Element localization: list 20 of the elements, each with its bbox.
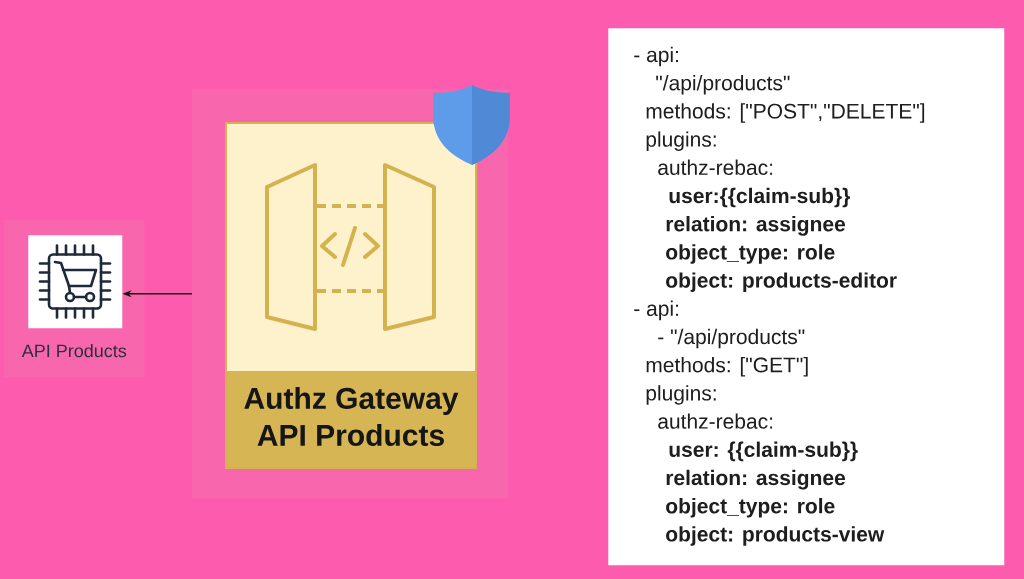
code-line: methods: ["POST","DELETE"]: [646, 103, 925, 123]
code-line: object: products-editor: [666, 272, 897, 292]
code-line: object_type: role: [666, 244, 835, 264]
code-line: object_type: role: [666, 498, 835, 518]
code-line: relation: assignee: [666, 216, 846, 236]
code-line: - api:: [634, 46, 678, 67]
code-line: relation: assignee: [666, 469, 846, 490]
gateway-card: Authz Gateway API Products: [225, 122, 477, 469]
code-line: user:{{claim-sub}}: [669, 187, 850, 208]
code-line: plugins:: [646, 131, 716, 151]
code-line: plugins:: [646, 385, 716, 405]
code-line: authz-rebac:: [658, 159, 773, 175]
code-line: - api:: [634, 300, 678, 321]
code-line: authz-rebac:: [658, 413, 773, 429]
code-line: user: {{claim-sub}}: [669, 441, 858, 462]
code-line: object: products-view: [666, 526, 885, 546]
cart-chip-icon: [28, 235, 123, 329]
code-line: methods: ["GET"]: [646, 357, 808, 377]
code-line: - "/api/products": [658, 328, 805, 349]
code-line: "/api/products": [656, 75, 790, 95]
